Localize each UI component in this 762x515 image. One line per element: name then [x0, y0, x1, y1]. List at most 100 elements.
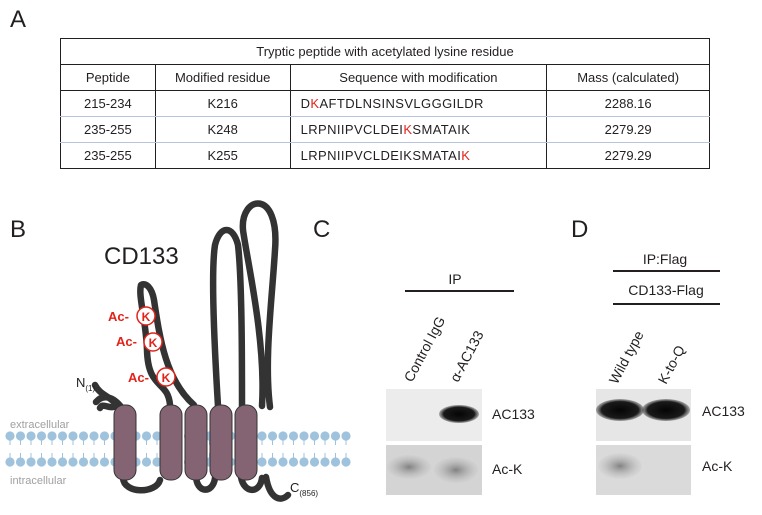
lipid-head: [341, 431, 351, 441]
blot-band: [596, 399, 644, 421]
n-terminal-segment: [92, 393, 126, 412]
lipid-head: [299, 457, 309, 467]
panel-label-a: A: [10, 6, 27, 33]
residue-cell: K248: [154, 116, 291, 143]
seq-post: SMATAIK: [412, 122, 471, 137]
residue-cell: K255: [154, 142, 291, 169]
panel-label-c: C: [313, 216, 331, 243]
peptide-cell: 215-234: [60, 90, 156, 117]
peptide-cell: 235-255: [60, 142, 156, 169]
blot-band: [642, 399, 690, 421]
sequence-cell: LRPNIIPVCLDEIKSMATAIK: [289, 142, 548, 169]
acetyl-lysine-mark: Ac- K: [116, 332, 163, 352]
lane-label: Control IgG: [401, 314, 449, 385]
table-row: 235-255 K248 LRPNIIPVCLDEIKSMATAIK 2279.…: [60, 116, 710, 143]
lipid-head: [68, 431, 78, 441]
transmembrane-helix: [159, 404, 183, 481]
blot-band-faint: [434, 457, 478, 483]
transmembrane-helix: [209, 404, 233, 481]
acetyl-lysine-mark: Ac- K: [128, 367, 176, 387]
sequence-cell: DKAFTDLNSINSVLGGGILDR: [289, 90, 548, 117]
col-header-modified-residue: Modified residue: [154, 64, 291, 91]
col-header-peptide: Peptide: [60, 64, 156, 91]
lipid-head: [36, 431, 47, 441]
lipid-head: [257, 431, 267, 441]
acetylated-lysine: K: [310, 96, 320, 111]
panel-label-b: B: [10, 216, 27, 243]
lipid-head: [320, 457, 330, 467]
lipid-head: [68, 457, 78, 467]
lipid-head: [320, 431, 330, 441]
lipid-head: [152, 457, 162, 467]
lipid-head: [141, 457, 152, 467]
row-label: AC133: [492, 406, 535, 422]
lipid-head: [78, 431, 89, 441]
lipid-head: [57, 457, 68, 467]
row-label: Ac-K: [702, 458, 733, 474]
lipid-head: [330, 431, 341, 441]
lipid-head: [141, 431, 152, 441]
lipid-head: [57, 431, 68, 441]
svg-text:Ac-: Ac-: [128, 370, 149, 385]
ip-label: IP:Flag: [643, 251, 687, 267]
acetyl-lysine-mark: Ac- K: [108, 306, 156, 326]
acetylated-lysine: K: [403, 122, 413, 137]
transmembrane-helix: [113, 404, 137, 481]
lipid-head: [78, 457, 89, 467]
lipid-head: [267, 431, 278, 441]
ip-label: IP: [448, 271, 461, 287]
lipid-head: [15, 457, 26, 467]
lane-label: K-to-Q: [655, 342, 689, 386]
lipid-head: [5, 457, 15, 467]
seq-pre: D: [300, 96, 311, 111]
lipid-head: [278, 457, 288, 467]
blot-panel-d: IP:Flag CD133-Flag Wild type K-to-Q AC13…: [596, 251, 745, 495]
lipid-head: [99, 457, 110, 467]
blot-band-faint: [598, 453, 642, 479]
mass-cell: 2279.29: [546, 116, 710, 143]
svg-text:K: K: [142, 310, 151, 324]
mass-cell: 2288.16: [546, 90, 710, 117]
col-header-mass: Mass (calculated): [546, 64, 710, 91]
lipid-head: [47, 431, 57, 441]
lipid-head: [267, 457, 278, 467]
col-header-sequence: Sequence with modification: [289, 64, 548, 91]
transmembrane-helix: [234, 404, 258, 481]
svg-text:Ac-: Ac-: [108, 309, 129, 324]
seq-pre: LRPNIIPVCLDEI: [300, 122, 404, 137]
table-row: 235-255 K255 LRPNIIPVCLDEIKSMATAIK 2279.…: [60, 142, 710, 169]
panel-label-d: D: [571, 216, 589, 243]
lipid-head: [89, 457, 99, 467]
lipid-head: [89, 431, 99, 441]
protein-label: CD133: [104, 243, 179, 270]
lipid-head: [330, 457, 341, 467]
lane-label: Wild type: [606, 328, 647, 387]
intracellular-label: intracellular: [10, 475, 67, 487]
n-terminus-label: N(1): [76, 375, 96, 393]
sequence-cell: LRPNIIPVCLDEIKSMATAIK: [289, 116, 548, 143]
table-caption: Tryptic peptide with acetylated lysine r…: [60, 38, 710, 65]
mass-cell: 2279.29: [546, 142, 710, 169]
transmembrane-helix: [184, 404, 208, 481]
seq-post: AFTDLNSINSVLGGGILDR: [319, 96, 484, 111]
lipid-head: [341, 457, 351, 467]
lipid-head: [26, 457, 36, 467]
construct-label: CD133-Flag: [628, 282, 703, 298]
svg-text:K: K: [162, 371, 171, 385]
c-terminus-label: C(856): [290, 480, 318, 498]
blot-band-faint: [387, 455, 431, 479]
residue-cell: K216: [154, 90, 291, 117]
blot-panel-c: IP Control IgG α-AC133 AC133 Ac-K: [386, 271, 535, 495]
table-row: 215-234 K216 DKAFTDLNSINSVLGGGILDR 2288.…: [60, 90, 710, 117]
lipid-head: [47, 457, 57, 467]
lipid-head: [257, 457, 267, 467]
lipid-head: [309, 457, 320, 467]
row-label: Ac-K: [492, 461, 523, 477]
row-label: AC133: [702, 403, 745, 419]
svg-text:K: K: [149, 336, 158, 350]
lipid-head: [278, 431, 288, 441]
lipid-head: [99, 431, 110, 441]
seq-pre: LRPNIIPVCLDEIKSMATAI: [300, 148, 462, 163]
lipid-head: [26, 431, 36, 441]
cd133-topology-diagram: CD133 N(1) C(856) extracellular intracel…: [5, 200, 351, 502]
